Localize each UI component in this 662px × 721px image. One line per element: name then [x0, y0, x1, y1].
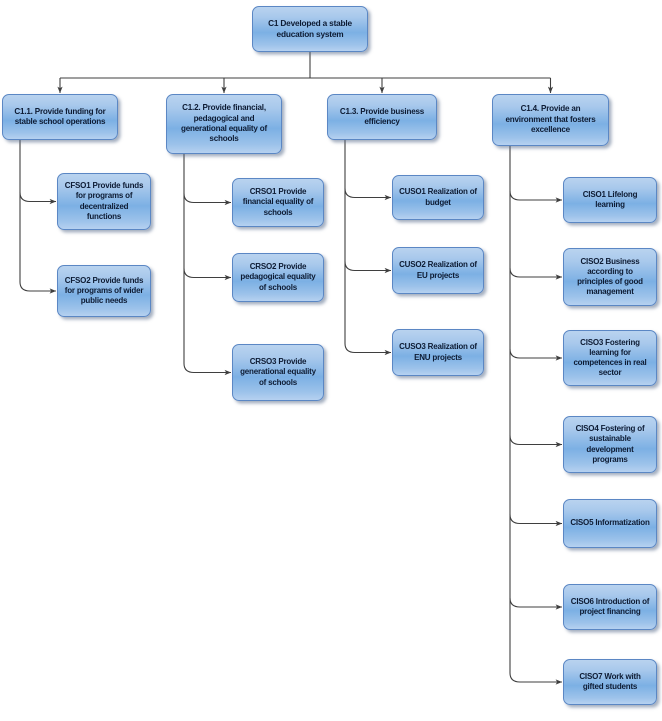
- node-ciso7[interactable]: CISO7 Work with gifted students: [563, 659, 657, 705]
- node-label: CISO1 Lifelong learning: [582, 189, 638, 209]
- node-ciso3[interactable]: CISO3 Fostering learning for competences…: [563, 330, 657, 386]
- node-ciso6[interactable]: CISO6 Introduction of project financing: [563, 584, 657, 630]
- node-cuso2[interactable]: CUSO2 Realization of EU projects: [392, 247, 484, 294]
- node-label: CRSO1 Provide financial equality of scho…: [242, 187, 314, 217]
- node-cfso1[interactable]: CFSO1 Provide funds for programs of dece…: [57, 173, 151, 230]
- node-label: CISO3 Fostering learning for competences…: [573, 337, 647, 378]
- node-label: C1.1. Provide funding for stable school …: [14, 106, 106, 126]
- child-link-cuso2: [344, 261, 392, 274]
- child-link-cuso3: [344, 343, 392, 356]
- node-cfso2[interactable]: CFSO2 Provide funds for programs of wide…: [57, 265, 151, 317]
- node-label: CUSO1 Realization of budget: [399, 187, 477, 207]
- node-label: CISO4 Fostering of sustainable developme…: [575, 424, 645, 464]
- node-label: CISO6 Introduction of project financing: [570, 596, 650, 616]
- node-ciso2[interactable]: CISO2 Business according to principles o…: [563, 248, 657, 306]
- node-ciso4[interactable]: CISO4 Fostering of sustainable developme…: [563, 416, 657, 473]
- node-label: CFSO2 Provide funds for programs of wide…: [64, 275, 144, 306]
- node-label: CUSO3 Realization of ENU projects: [399, 342, 477, 362]
- node-label: CRSO2 Provide pedagogical equality of sc…: [240, 262, 316, 292]
- node-label: C1.4. Provide an environment that foster…: [505, 104, 596, 135]
- node-label: C1.3. Provide business efficiency: [339, 106, 425, 126]
- node-label: C1.2. Provide financial, pedagogical and…: [180, 103, 268, 144]
- node-c1[interactable]: C1 Developed a stable education system: [252, 6, 368, 52]
- node-ciso5[interactable]: CISO5 Informatization: [563, 499, 657, 548]
- node-crso3[interactable]: CRSO3 Provide generational equality of s…: [232, 344, 324, 401]
- node-c1-3[interactable]: C1.3. Provide business efficiency: [327, 94, 437, 140]
- child-link-ciso2: [509, 267, 563, 280]
- node-label: CISO2 Business according to principles o…: [577, 256, 643, 297]
- node-label: CRSO3 Provide generational equality of s…: [240, 357, 316, 387]
- node-c1-2[interactable]: C1.2. Provide financial, pedagogical and…: [166, 94, 282, 154]
- child-link-crso1: [183, 193, 232, 206]
- node-label: C1 Developed a stable education system: [268, 18, 352, 39]
- child-link-ciso5: [509, 514, 563, 527]
- child-link-cuso1: [344, 188, 392, 201]
- node-c1-4[interactable]: C1.4. Provide an environment that foster…: [492, 94, 609, 146]
- child-link-ciso7: [509, 672, 563, 685]
- child-link-ciso1: [509, 190, 563, 203]
- child-link-crso2: [183, 268, 232, 281]
- node-label: CUSO2 Realization of EU projects: [399, 260, 477, 280]
- node-crso2[interactable]: CRSO2 Provide pedagogical equality of sc…: [232, 253, 324, 302]
- child-link-cfso2: [19, 281, 57, 294]
- child-link-ciso6: [509, 597, 563, 610]
- node-label: CISO7 Work with gifted students: [579, 671, 641, 691]
- child-link-cfso1: [19, 192, 57, 205]
- node-ciso1[interactable]: CISO1 Lifelong learning: [563, 177, 657, 223]
- child-link-ciso4: [509, 435, 563, 448]
- node-cuso1[interactable]: CUSO1 Realization of budget: [392, 175, 484, 220]
- node-crso1[interactable]: CRSO1 Provide financial equality of scho…: [232, 178, 324, 227]
- child-link-ciso3: [509, 348, 563, 361]
- node-cuso3[interactable]: CUSO3 Realization of ENU projects: [392, 329, 484, 376]
- node-c1-1[interactable]: C1.1. Provide funding for stable school …: [2, 94, 118, 140]
- child-link-crso3: [183, 363, 232, 376]
- node-label: CISO5 Informatization: [570, 518, 650, 528]
- node-label: CFSO1 Provide funds for programs of dece…: [64, 181, 144, 221]
